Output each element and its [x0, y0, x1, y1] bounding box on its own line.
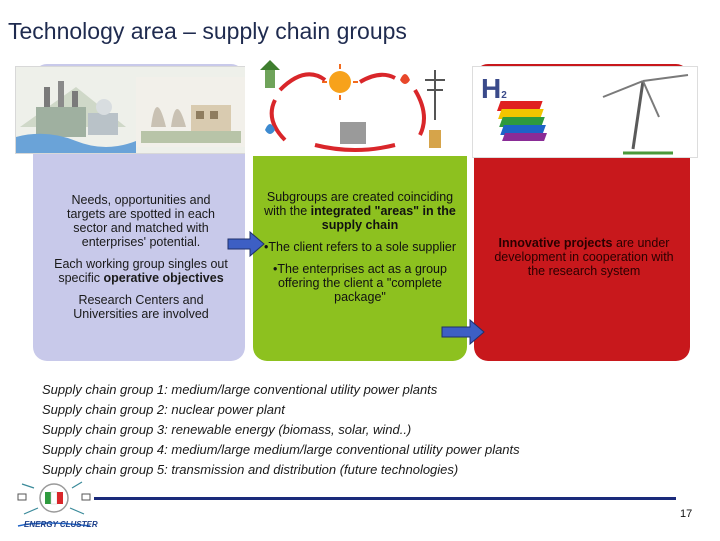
footer-divider: [94, 497, 676, 500]
hydrogen-wind-illustration: H2: [472, 66, 698, 158]
arrow-right-icon: [440, 318, 486, 346]
middle-panel-text: Subgroups are created coinciding with th…: [263, 190, 457, 312]
supply-chain-groups-list: Supply chain group 1: medium/large conve…: [42, 380, 520, 480]
power-plants-illustration: [15, 66, 249, 154]
list-item: Supply chain group 2: nuclear power plan…: [42, 400, 520, 420]
renewable-cycle-illustration: [245, 60, 470, 156]
arrow-right-icon: [226, 230, 266, 258]
middle-p1: Subgroups are created coinciding with th…: [263, 190, 457, 232]
right-panel-text: Innovative projects are under developmen…: [488, 236, 680, 278]
logo-text: ENERGY CLUSTER: [24, 520, 98, 529]
list-item: Supply chain group 5: transmission and d…: [42, 460, 520, 480]
left-p1: Needs, opportunities and targets are spo…: [52, 193, 230, 249]
list-item: Supply chain group 4: medium/large mediu…: [42, 440, 520, 460]
list-item: Supply chain group 3: renewable energy (…: [42, 420, 520, 440]
page-number: 17: [680, 508, 692, 520]
middle-p2: •The client refers to a sole supplier: [263, 240, 457, 254]
h2-label: H2: [481, 73, 507, 105]
energy-cluster-logo: ENERGY CLUSTER: [12, 474, 96, 536]
slide-title: Technology area – supply chain groups: [8, 18, 407, 45]
list-item: Supply chain group 1: medium/large conve…: [42, 380, 520, 400]
middle-p3: •The enterprises act as a group offering…: [263, 262, 457, 304]
left-panel-text: Needs, opportunities and targets are spo…: [52, 193, 230, 329]
left-p2: Each working group singles out specific …: [52, 257, 230, 285]
left-p3: Research Centers and Universities are in…: [52, 293, 230, 321]
